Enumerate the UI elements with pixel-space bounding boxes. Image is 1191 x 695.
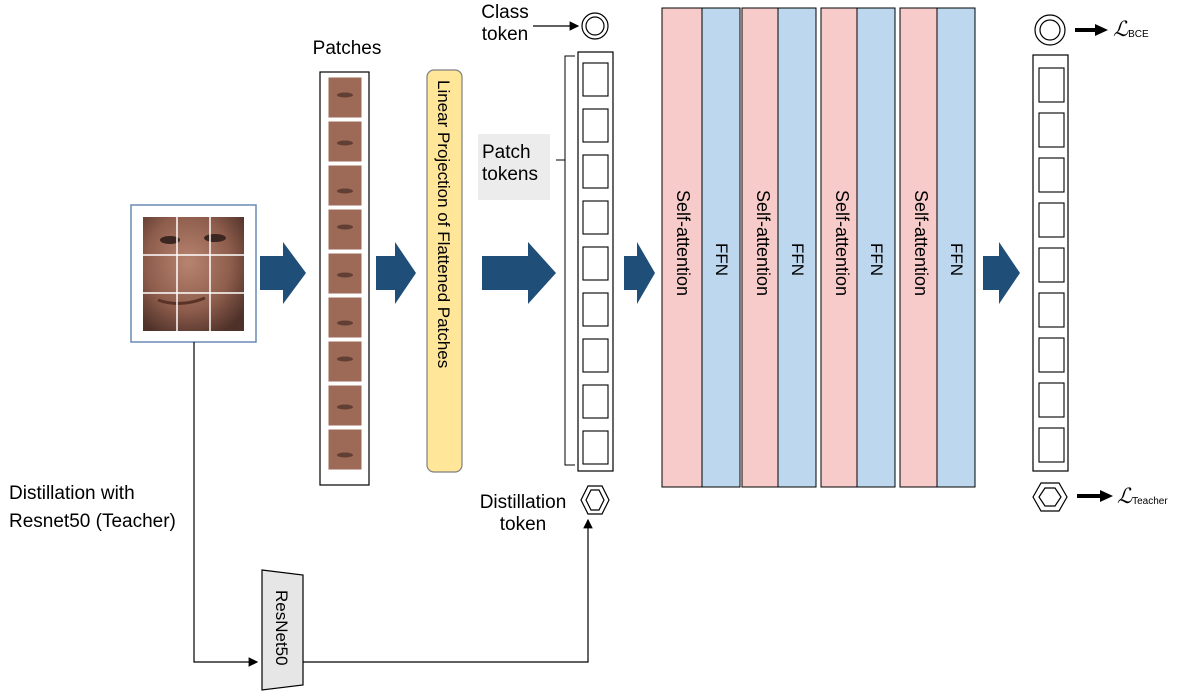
patch-7	[327, 340, 363, 383]
arrow-projection-to-tokens	[482, 242, 556, 304]
arrow-to-teacher-loss	[1077, 490, 1113, 502]
input-token-1	[582, 62, 609, 97]
output-token-6	[1038, 292, 1065, 328]
encoder-blocks	[661, 7, 976, 488]
patch-8	[327, 384, 363, 427]
linear-projection-box	[426, 69, 463, 473]
input-token-5	[582, 246, 609, 281]
output-token-4	[1038, 202, 1065, 238]
encoder-block-3	[820, 7, 896, 488]
input-token-7	[582, 338, 609, 373]
ffn-label-3: FFN	[867, 243, 886, 277]
flow-arrows	[260, 242, 1020, 304]
patch-tokens-label-bg	[478, 134, 550, 200]
ffn-layer-2	[777, 7, 817, 488]
class-token-label: Class token	[481, 2, 529, 45]
output-token-5	[1038, 247, 1065, 283]
patch-5	[327, 252, 363, 295]
patch-2	[327, 120, 363, 163]
output-distillation-hexagon	[1032, 482, 1068, 512]
self-attention-label-2: Self-attention	[753, 190, 773, 297]
ffn-label-2: FFN	[788, 243, 807, 277]
self-attention-layer-1	[661, 7, 703, 488]
teacher-loss-label: ℒTeacher	[1117, 484, 1168, 508]
input-token-3	[582, 154, 609, 189]
patch-tokens-label: Patch tokens	[482, 142, 538, 185]
distillation-teacher-label: Distillation with Resnet50 (Teacher)	[9, 483, 176, 532]
distillation-token-hexagon	[580, 485, 610, 515]
input-token-2	[582, 108, 609, 143]
patch-3	[327, 164, 363, 207]
encoder-block-2	[741, 7, 817, 488]
ffn-layer-1	[701, 7, 741, 488]
input-face-image	[130, 204, 257, 343]
input-token-9	[582, 430, 609, 465]
class-token-circle	[581, 12, 609, 40]
arrow-encoder-to-output	[983, 242, 1020, 304]
arrow-to-bce-loss	[1075, 24, 1108, 36]
distillation-token-label: Distillation token	[479, 492, 567, 535]
bce-loss-label: ℒBCE	[1113, 17, 1149, 41]
arrow-patches-to-projection	[376, 242, 416, 304]
patch-4	[327, 208, 363, 251]
output-token-1	[1038, 67, 1065, 103]
patch-1	[327, 76, 363, 119]
patch-9	[327, 428, 363, 471]
ffn-label-4: FFN	[947, 243, 966, 277]
input-token-4	[582, 200, 609, 235]
ffn-layer-3	[856, 7, 896, 488]
ffn-label-1: FFN	[712, 243, 731, 277]
output-token-3	[1038, 157, 1065, 193]
input-token-6	[582, 292, 609, 327]
output-token-7	[1038, 337, 1065, 373]
resnet50-block	[261, 569, 304, 691]
patch-token-brace	[556, 55, 575, 466]
output-class-circle	[1034, 14, 1066, 46]
self-attention-label-3: Self-attention	[832, 190, 852, 297]
self-attention-label-1: Self-attention	[673, 190, 693, 297]
resnet50-label: ResNet50	[272, 590, 291, 666]
input-token-cells	[582, 62, 609, 465]
linear-projection-label: Linear Projection of Flattened Patches	[434, 80, 453, 369]
input-token-8	[582, 384, 609, 419]
self-attention-layer-4	[899, 7, 938, 488]
loss-arrows	[1075, 24, 1113, 502]
arrow-image-to-patches	[260, 242, 306, 304]
patch-6	[327, 296, 363, 339]
output-token-9	[1038, 427, 1065, 463]
output-token-cells	[1038, 67, 1065, 463]
encoder-block-4	[899, 7, 976, 488]
patch-cells	[327, 76, 363, 471]
patches-label: Patches	[312, 38, 382, 59]
output-token-8	[1038, 382, 1065, 418]
arrow-tokens-to-encoder	[624, 242, 655, 304]
self-attention-layer-2	[741, 7, 779, 488]
ffn-layer-4	[936, 7, 976, 488]
encoder-block-1	[661, 7, 741, 488]
self-attention-label-4: Self-attention	[911, 190, 931, 297]
distillation-path	[193, 342, 593, 667]
output-token-2	[1038, 112, 1065, 148]
